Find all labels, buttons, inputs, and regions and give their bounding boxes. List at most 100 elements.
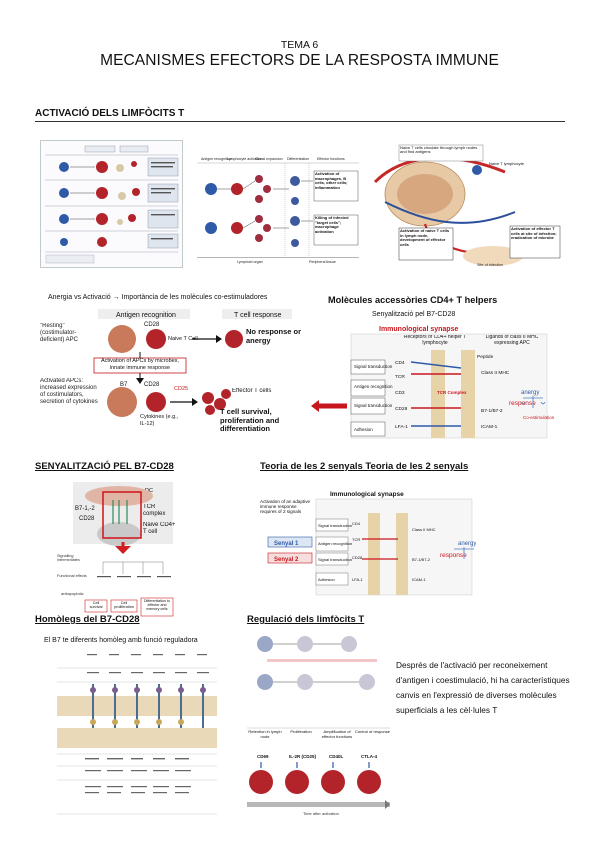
adhesion-row: Adhesion [354,427,373,432]
cd28-label-top: CD28 [144,322,160,328]
icam-label: ICAM-1 [481,424,498,430]
dc-label: DC [145,488,153,494]
page-title: MECANISMES EFECTORS DE LA RESPOSTA IMMUN… [100,52,499,69]
two-signals-antigen: Antigen recognition [318,541,352,546]
synapse-title: Immunological synapse [379,326,458,333]
phase-differentiation: Differentiation [287,157,309,161]
two-signals-response: response [440,552,467,559]
figure-b7-homologs [57,650,217,816]
phase-antigen-recognition: Antigen recognition [201,157,232,161]
cd25-label: CD25 [174,386,188,392]
lymphoid-organ-label: Lymphoid organ [237,260,263,264]
figure-tcell-subsets [40,140,183,268]
ligands-label: Ligands of class II MHC expressing APC [485,335,539,346]
signalling-label: Signalling intermediates [57,554,80,563]
cd69-label: CD69 [257,754,269,759]
section-divider [35,121,565,122]
two-signals-class2: Class II MHC [412,527,436,532]
senyal-2-label: Senyal 2 [274,557,299,563]
senyal-1-label: Senyal 1 [274,541,299,547]
two-signals-anergy: anergy [458,541,476,547]
cd3-molecule: CD3 [395,390,405,396]
two-signals-lfa1: LFA-1 [352,577,363,582]
figure-cd4-synapse: Immunological synapse Receptors of CD4+ … [311,322,561,442]
b7-label: B7 [120,382,128,388]
naive-t-cell-label: Naive T Cell [168,336,198,342]
time-axis-label: Time after activation [303,811,339,816]
infection-site-box: Activation of effector T cells at site o… [511,227,557,241]
phase-effector-functions: Effector functions [317,157,345,161]
signal-transduction-1: Signal transduction [354,364,393,369]
b7-ligand-label: B7-1/B7-2 [481,408,503,414]
figure-tcell-regulation: Retention in lymph node Proliferation Am… [247,632,390,818]
signal-transduction-2: Signal transduction [354,403,393,408]
activation-box-label: Activation of APCs by microbes, innate i… [101,358,179,371]
effector-box-ctl: Killing of infected "target cells"; macr… [315,216,349,234]
control-label: Control of response [355,730,390,734]
circulation-note: Naive T cells circulate through lymph no… [400,145,478,155]
phase-clonal-expansion: Clonal expansion [255,157,283,161]
amplification-label: Amplification of effector functions [321,730,353,739]
two-signals-st2: Signal transduction [318,557,352,562]
ctla4-label: CTLA-4 [361,754,377,759]
cd28-label-bottom: CD28 [144,382,160,388]
effector-t-label: Effector T cells [232,388,272,394]
proliferation-label: Proliferation [290,730,312,734]
cd4-molecule: CD4 [395,360,405,366]
no-response-label: No response or anergy [246,328,302,345]
antiapoptotic-label: antiapoptotic [61,591,84,596]
class2-mhc-label: Class II MHC [481,370,510,376]
regulation-paragraph: Després de l'activació per reconeixement… [396,660,570,715]
cd4-subcaption: Senyalització pel B7-CD28 [372,311,456,318]
anergy-scale-label: anergy [521,390,539,396]
two-signals-note: Activation of an adaptive immune respons… [260,499,311,515]
two-signals-icam: ICAM-1 [412,577,426,582]
two-signals-tcr: TCR [352,537,360,542]
two-signals-st1: Signal transduction [318,523,352,528]
figure-two-signals: Immunological synapse Activation of an a… [258,487,476,597]
cytokines-label: Cytokines (e.g., IL-12) [140,414,179,427]
section-heading: ACTIVACIÓ DELS LIMFÒCITS T [35,108,185,119]
tcr-complex-label-b7: TCR complex [143,504,166,517]
homologs-heading: Homòlegs del B7-CD28 [35,614,140,625]
cell-proliferation-box: Cell proliferation [114,601,134,610]
b7cd28-heading: SENYALITZACIÓ PEL B7-CD28 [35,461,174,472]
effector-box-helper: Activation of macrophages, B cells, othe… [315,172,348,190]
functional-effects-label: Functional effects [57,574,87,578]
fig-t-cell-response: T cell response [234,312,281,319]
peptide-label: Peptide [477,354,494,360]
peripheral-tissue-label: Peripheral tissue [309,260,336,264]
two-signals-adhesion: Adhesion [318,577,335,582]
cd28-molecule: CD28 [395,406,408,412]
regulation-heading: Regulació dels limfòcits T [247,614,365,625]
anergy-caption: Anergia vs Activació → Importància de le… [48,294,268,301]
tcr-complex-label: TCR Complex [437,390,467,395]
cd4-heading: Molècules accessòries CD4+ T helpers [328,295,498,305]
activated-apc-label: Activated APCs: increased expression of … [40,378,98,405]
co-stimulation-label: Co-estimulation [523,415,555,420]
lfa1-molecule: LFA-1 [395,424,408,430]
b7-12-label: B7-1,-2 [75,506,95,512]
fig-antigen-recognition: Antigen recognition [116,312,176,319]
phase-lymphocyte-activation: Lymphocyte activation [227,157,262,161]
il2r-label: IL-2R (CD25) [289,754,317,759]
retention-label: Retention in lymph node [248,730,282,739]
figure-anergy-vs-activation: Antigen recognition T cell response "Res… [40,306,302,440]
naive-t-label: Naive T lymphocyte [489,162,524,166]
two-signals-b7: B7-1/B7-2 [412,557,431,562]
cd40l-label: CD40L [329,754,344,759]
homologs-subcaption: El B7 te diferents homòleg amb funció re… [44,637,198,644]
antigen-recognition-row: Antigen recognition [354,384,393,389]
two-signals-cd4: CD4 [352,521,361,526]
cd28-label: CD28 [79,516,95,522]
differentiation-box: Differentiation to effector and memory c… [143,599,171,611]
cell-survival-box: Cell survival [89,601,103,610]
resting-apc-label: "Resting" (costimulator- deficient) APC [40,323,79,343]
receptors-label: Receptors of CD4+ helper T lymphocyte [403,335,467,346]
naive-cd4-label: Naive CD4+ T cell [143,522,175,535]
two-signals-heading: Teoria de les 2 senyals Teoria de les 2 … [260,461,469,472]
topic-label: TEMA 6 [280,39,319,51]
tcr-molecule: TCR [395,374,405,380]
two-signals-cd28: CD28 [352,555,363,560]
two-signals-synapse-title: Immunological synapse [330,491,404,498]
